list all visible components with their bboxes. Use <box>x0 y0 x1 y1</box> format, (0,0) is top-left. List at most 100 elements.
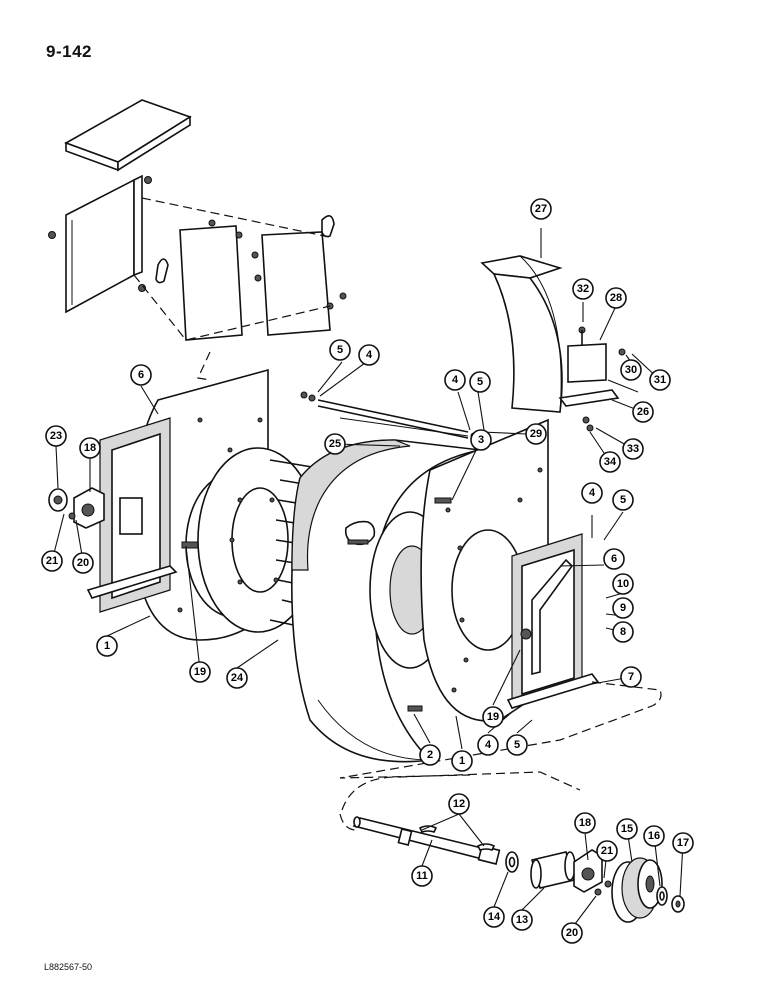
svg-text:17: 17 <box>677 837 689 849</box>
callout-4-right: 4 <box>581 482 603 504</box>
callout-28: 28 <box>605 287 627 309</box>
svg-text:5: 5 <box>620 494 626 506</box>
callout-25: 25 <box>324 433 346 455</box>
assembly-line-upper-3 <box>197 351 211 381</box>
callout-1-left: 1 <box>96 635 118 657</box>
latch-right <box>321 215 335 238</box>
left-bearing-flange <box>48 487 105 529</box>
svg-text:14: 14 <box>488 911 501 923</box>
callout-27: 27 <box>530 198 552 220</box>
svg-text:6: 6 <box>611 553 617 565</box>
svg-text:32: 32 <box>577 283 589 295</box>
svg-text:31: 31 <box>654 374 666 386</box>
svg-text:13: 13 <box>516 914 528 926</box>
callout-17: 17 <box>672 832 694 854</box>
callout-5-right: 5 <box>612 489 634 511</box>
callout-26: 26 <box>632 401 654 423</box>
callout-8: 8 <box>612 621 634 643</box>
svg-text:5: 5 <box>337 344 343 356</box>
right-bearing-bracket <box>506 533 600 709</box>
svg-text:34: 34 <box>604 456 617 468</box>
svg-text:25: 25 <box>329 438 341 450</box>
callout-14: 14 <box>483 906 505 928</box>
left-bearing-bracket <box>86 417 178 613</box>
svg-text:3: 3 <box>478 434 484 446</box>
svg-text:16: 16 <box>648 830 660 842</box>
top-cover-plate <box>64 99 192 172</box>
latch-left <box>155 258 169 284</box>
svg-text:20: 20 <box>77 557 89 569</box>
callout-12: 12 <box>448 793 470 815</box>
svg-text:30: 30 <box>625 364 637 376</box>
svg-text:10: 10 <box>617 578 629 590</box>
rear-mounting-bracket <box>48 174 152 314</box>
svg-text:2: 2 <box>427 749 433 761</box>
svg-text:26: 26 <box>637 406 649 418</box>
access-panel-right <box>251 231 347 336</box>
sheave-washer <box>656 886 668 906</box>
svg-text:8: 8 <box>620 626 626 638</box>
svg-text:9: 9 <box>620 602 626 614</box>
svg-text:20: 20 <box>566 927 578 939</box>
svg-text:23: 23 <box>50 430 62 442</box>
svg-text:4: 4 <box>485 739 492 751</box>
callout-11: 11 <box>411 865 433 887</box>
callout-4-upper-right: 4 <box>444 369 466 391</box>
svg-text:5: 5 <box>477 376 483 388</box>
svg-text:18: 18 <box>579 817 591 829</box>
callout-32: 32 <box>572 278 594 300</box>
callout-29: 29 <box>525 423 547 445</box>
callout-15: 15 <box>616 818 638 840</box>
deflector-support-bracket <box>558 326 626 432</box>
shaft-spacer-tube <box>530 851 576 889</box>
svg-text:24: 24 <box>231 672 244 684</box>
svg-text:1: 1 <box>104 640 110 652</box>
svg-text:15: 15 <box>621 823 633 835</box>
sheave-nut <box>671 895 685 913</box>
callout-10: 10 <box>612 573 634 595</box>
drawing-reference-code: L882567-50 <box>44 962 93 972</box>
assembly-line-shaft-2 <box>339 813 357 831</box>
callout-30: 30 <box>620 359 642 381</box>
callout-24: 24 <box>226 667 248 689</box>
shaft-washer <box>505 851 519 873</box>
assembly-line-upper <box>141 197 335 239</box>
svg-text:29: 29 <box>530 428 542 440</box>
callout-9: 9 <box>612 597 634 619</box>
callout-23: 23 <box>45 425 67 447</box>
callout-33: 33 <box>622 438 644 460</box>
callout-20-right: 20 <box>561 922 583 944</box>
drive-sheave <box>611 857 663 923</box>
callout-19-left: 19 <box>189 661 211 683</box>
svg-text:1: 1 <box>459 755 465 767</box>
svg-text:4: 4 <box>366 349 373 361</box>
callout-6-left: 6 <box>130 364 152 386</box>
svg-text:28: 28 <box>610 292 622 304</box>
callout-3: 3 <box>470 429 492 451</box>
callout-21-left: 21 <box>41 550 63 572</box>
callout-19-right: 19 <box>482 706 504 728</box>
right-bearing-flange <box>573 849 612 896</box>
access-panel-left <box>179 219 243 341</box>
callout-16: 16 <box>643 825 665 847</box>
callout-18-right: 18 <box>574 812 596 834</box>
svg-text:21: 21 <box>46 555 58 567</box>
callout-21-right: 21 <box>596 840 618 862</box>
svg-text:19: 19 <box>487 711 499 723</box>
svg-text:6: 6 <box>138 369 144 381</box>
callout-18-left: 18 <box>79 437 101 459</box>
assembly-line-shaft <box>341 771 581 811</box>
shaft-keys <box>418 825 496 851</box>
callout-1-right: 1 <box>451 750 473 772</box>
svg-text:21: 21 <box>601 845 613 857</box>
tie-rod-upper <box>300 391 469 439</box>
callout-13: 13 <box>511 909 533 931</box>
callout-4-lower: 4 <box>477 734 499 756</box>
svg-text:19: 19 <box>194 666 206 678</box>
deflector-shield <box>480 255 563 413</box>
svg-text:27: 27 <box>535 203 547 215</box>
callout-4-upper-left: 4 <box>358 344 380 366</box>
callout-34: 34 <box>599 451 621 473</box>
callout-5-upper-left: 5 <box>329 339 351 361</box>
